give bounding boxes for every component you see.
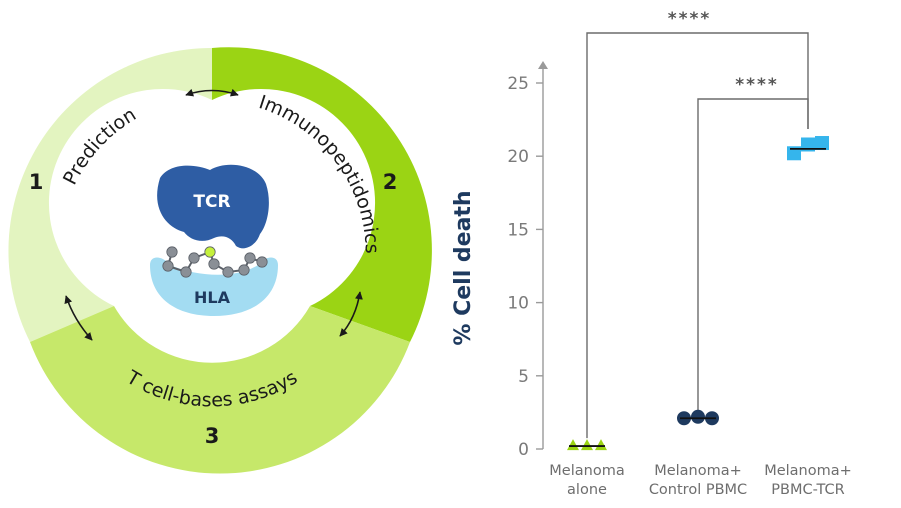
significance-brackets: **** ****: [586, 9, 809, 439]
y-tick-label: 0: [518, 440, 529, 460]
y-axis-label: % Cell death: [451, 190, 476, 345]
x-category-label: Melanoma+: [654, 463, 742, 479]
y-tick-label: 5: [518, 367, 529, 387]
peptide-bead: [256, 256, 268, 268]
double-arrow-left-icon: [64, 295, 93, 341]
segment-immunopeptidomics: [212, 47, 432, 342]
segment-prediction: [8, 47, 213, 342]
peptide-bead: [238, 264, 250, 276]
tcr-hla-complex: TCR HLA: [150, 164, 278, 316]
x-category-label: Control PBMC: [649, 482, 747, 498]
y-tick-label: 10: [507, 294, 529, 314]
significance-label: ****: [735, 75, 779, 95]
peptide-bead: [204, 246, 216, 258]
tcr-shape: [157, 164, 269, 249]
chart: 0 5 10 15 20 25 % Cell death **** **** Melanom…: [451, 9, 852, 498]
significance-bracket: [586, 32, 809, 439]
x-category-labels: Melanoma alone Melanoma+ Control PBMC Melano…: [549, 463, 852, 498]
x-category-label: alone: [567, 482, 607, 498]
segment-number-2: 2: [383, 170, 398, 194]
segment-number-1: 1: [29, 170, 44, 194]
segment-tcell-assays: [30, 306, 410, 474]
peptide-bead: [222, 266, 234, 278]
point-triangle: [567, 439, 579, 451]
significance-bracket: [697, 98, 809, 411]
double-arrow-right-icon: [339, 291, 363, 337]
peptide-bead: [162, 260, 174, 272]
cycle-diagram: Prediction Immunopeptidomics T cell-base…: [8, 47, 432, 474]
point-circle: [691, 409, 705, 424]
segment-number-3: 3: [205, 424, 220, 448]
y-tick-label: 20: [507, 147, 529, 167]
significance-label: ****: [668, 9, 712, 29]
point-triangle: [595, 439, 607, 451]
data-points: [567, 136, 829, 451]
peptide-bead: [188, 252, 200, 264]
point-square: [815, 136, 829, 151]
peptide-chain: [162, 246, 268, 278]
y-axis-arrow-icon: [538, 61, 548, 69]
y-axis: [538, 61, 548, 449]
x-category-label: Melanoma: [549, 463, 624, 479]
peptide-bead: [180, 266, 192, 278]
hla-label: HLA: [194, 288, 231, 307]
y-tick-label: 15: [507, 220, 529, 240]
point-triangle: [581, 439, 593, 451]
x-category-label: Melanoma+: [764, 463, 852, 479]
x-category-label: PBMC-TCR: [771, 482, 844, 498]
y-tick-label: 25: [507, 74, 529, 94]
double-arrow-top-icon: [185, 88, 239, 97]
y-ticks: 0 5 10 15 20 25: [507, 74, 543, 460]
peptide-bead: [208, 258, 220, 270]
tcr-label: TCR: [193, 192, 230, 212]
peptide-bead: [166, 246, 178, 258]
peptide-bead: [244, 252, 256, 264]
